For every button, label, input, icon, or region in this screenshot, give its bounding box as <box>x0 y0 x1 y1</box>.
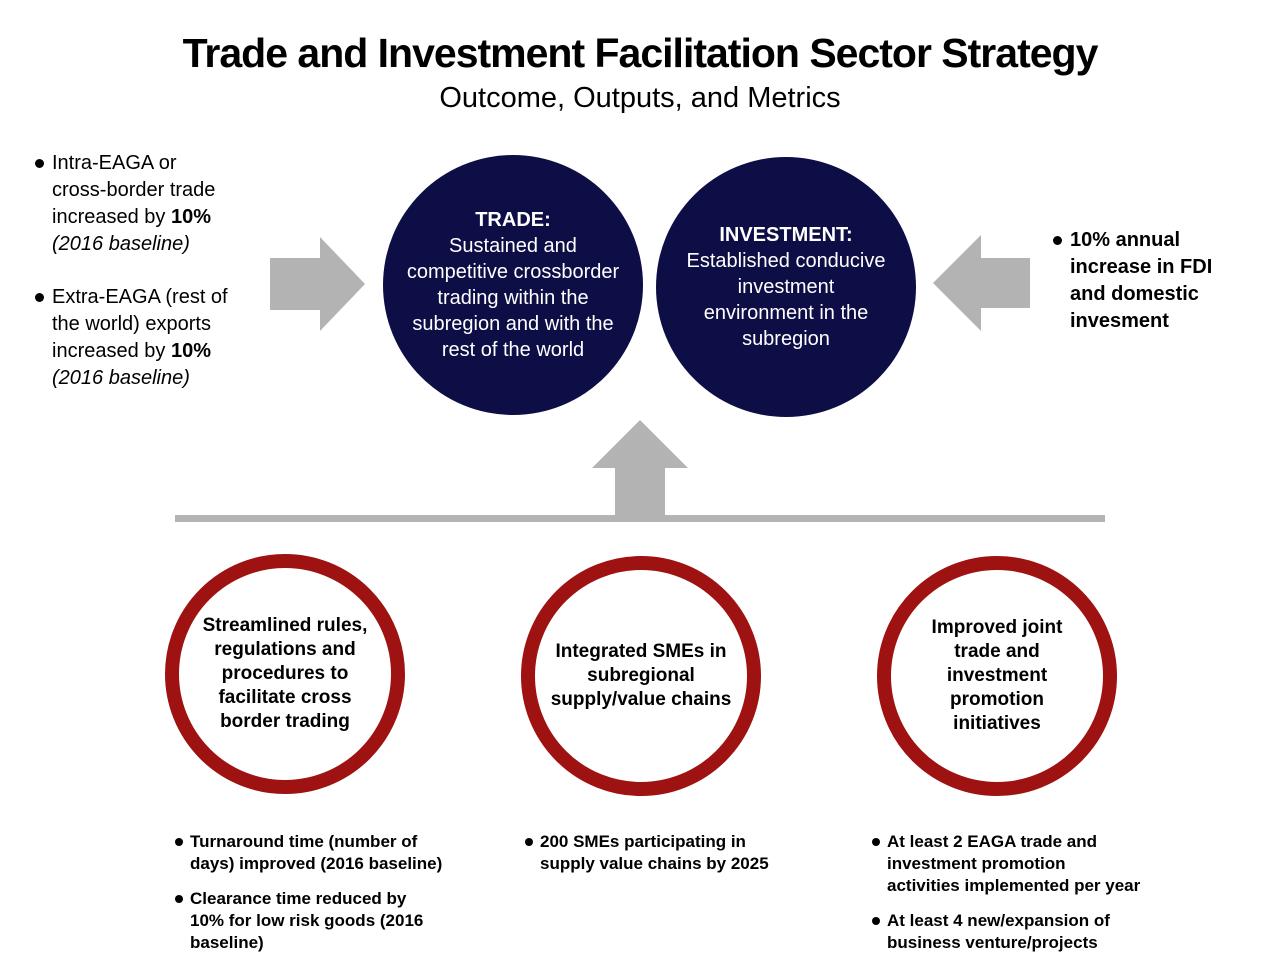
circle-body: Established conducive investment environ… <box>686 250 886 350</box>
promotion-metrics-list: At least 2 EAGA trade and investment pro… <box>872 831 1166 954</box>
circle-body: Streamlined rules, regulations and proce… <box>202 615 368 732</box>
smes-metrics-list: 200 SMEs participating in supply value c… <box>525 831 787 875</box>
bullet-dot <box>175 895 183 903</box>
list-item: Clearance time reduced by 10% for low ri… <box>175 888 449 954</box>
metric-text: 10% annual increase in FDI and domestic … <box>1070 229 1213 332</box>
up-arrow-icon <box>592 420 688 517</box>
bullet-dot <box>872 917 880 925</box>
investment-outcome-circle: INVESTMENT: Established conducive invest… <box>656 157 916 417</box>
page-title: Trade and Investment Facilitation Sector… <box>182 30 1099 76</box>
list-item: 200 SMEs participating in supply value c… <box>525 831 787 875</box>
bullet-dot <box>35 293 44 302</box>
list-item: Intra-EAGA or cross-border trade increas… <box>35 150 273 258</box>
right-arrow-icon <box>270 237 365 331</box>
trade-metrics-list: Intra-EAGA or cross-border trade increas… <box>35 150 273 392</box>
bullet-dot <box>525 838 533 846</box>
circle-heading: TRADE: <box>475 209 551 231</box>
page-subtitle: Outcome, Outputs, and Metrics <box>439 82 841 114</box>
metric-text: Extra-EAGA (rest of the world) exports i… <box>52 286 228 389</box>
list-item: Turnaround time (number of days) improve… <box>175 831 449 875</box>
list-item: At least 2 EAGA trade and investment pro… <box>872 831 1166 897</box>
circle-body: Sustained and competitive crossborder tr… <box>406 235 620 361</box>
output-circle-promotion: Improved joint trade and investment prom… <box>877 556 1117 796</box>
bullet-dot <box>872 838 880 846</box>
outputs-divider-line <box>175 515 1105 522</box>
investment-metrics-list: 10% annual increase in FDI and domestic … <box>1053 227 1228 335</box>
metric-text: At least 2 EAGA trade and investment pro… <box>887 832 1141 895</box>
list-item: At least 4 new/expansion of business ven… <box>872 910 1166 954</box>
metric-text: Intra-EAGA or cross-border trade increas… <box>52 152 216 255</box>
circle-body: Improved joint trade and investment prom… <box>931 617 1063 734</box>
bullet-dot <box>175 838 183 846</box>
rules-metrics-list: Turnaround time (number of days) improve… <box>175 831 449 954</box>
output-circle-rules: Streamlined rules, regulations and proce… <box>165 554 405 794</box>
circle-heading: INVESTMENT: <box>719 224 853 246</box>
metric-text: At least 4 new/expansion of business ven… <box>887 911 1110 952</box>
metric-text: Turnaround time (number of days) improve… <box>190 832 443 873</box>
circle-body: Integrated SMEs in subregional supply/va… <box>550 641 732 710</box>
metric-text: 200 SMEs participating in supply value c… <box>540 832 769 873</box>
bullet-dot <box>35 159 44 168</box>
trade-outcome-circle: TRADE: Sustained and competitive crossbo… <box>383 155 643 415</box>
metric-text: Clearance time reduced by 10% for low ri… <box>190 889 424 952</box>
bullet-dot <box>1053 236 1062 245</box>
left-arrow-icon <box>933 235 1030 331</box>
list-item: Extra-EAGA (rest of the world) exports i… <box>35 284 273 392</box>
output-circle-smes: Integrated SMEs in subregional supply/va… <box>521 556 761 796</box>
list-item: 10% annual increase in FDI and domestic … <box>1053 227 1228 335</box>
